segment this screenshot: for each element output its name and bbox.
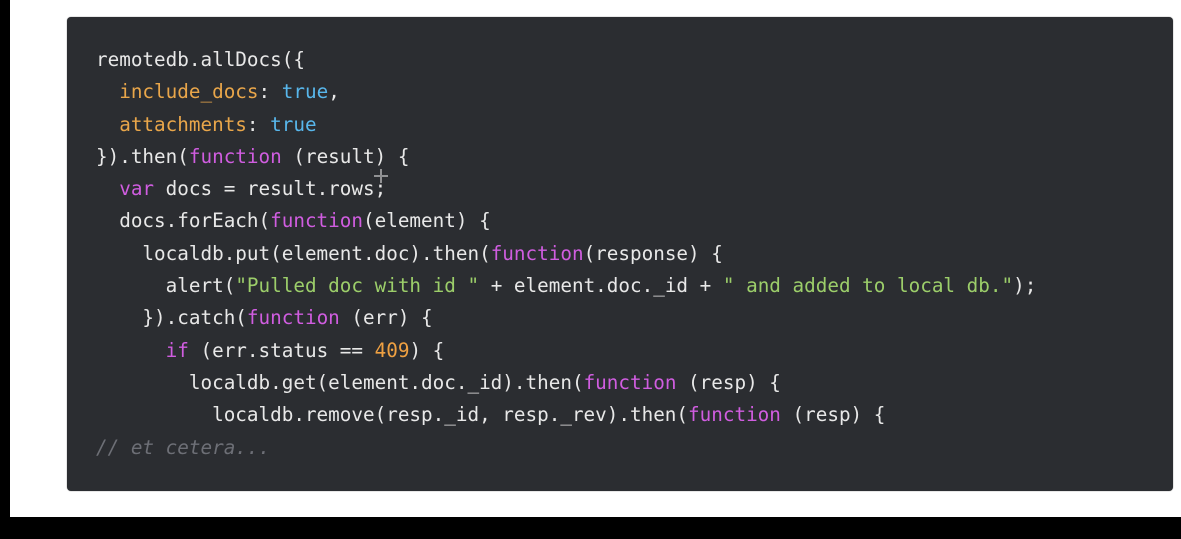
crosshair-cursor-icon <box>374 169 388 183</box>
code-text: localdb.put(element.doc).then( <box>96 241 491 265</box>
string-literal: "Pulled doc with id " <box>235 274 480 298</box>
code-text: }).then( <box>96 144 189 168</box>
code-text: docs = result.rows; <box>154 177 387 201</box>
keyword: function <box>188 144 282 168</box>
code-text <box>96 113 119 136</box>
code-line: docs.forEach(function(element) { <box>96 205 1036 237</box>
code-line: attachments: true <box>96 109 1036 141</box>
keyword: var <box>119 177 155 201</box>
code-line: if (err.status == 409) { <box>96 335 1036 367</box>
string-literal: " and added to local db." <box>722 274 1014 298</box>
property-name: include_docs <box>119 80 259 104</box>
code-snippet-panel: remotedb.allDocs({ include_docs: true, a… <box>67 17 1173 491</box>
code-text: (resp) { <box>780 403 886 427</box>
code-line: alert("Pulled doc with id " + element.do… <box>96 270 1037 302</box>
keyword: function <box>270 209 363 233</box>
code-text <box>96 80 119 103</box>
code-line: }).then(function (result) { <box>96 141 1036 173</box>
code-line: localdb.put(element.doc).then(function(r… <box>96 238 1036 270</box>
code-comment: // et cetera... <box>96 435 271 459</box>
keyword: if <box>165 338 189 362</box>
code-text: localdb.remove(resp._id, resp._rev).then… <box>96 403 689 427</box>
code-text: (element) { <box>363 209 491 233</box>
keyword: function <box>490 241 584 265</box>
boolean-literal: true <box>281 80 329 104</box>
screen-canvas: remotedb.allDocs({ include_docs: true, a… <box>10 0 1181 517</box>
code-text: (resp) { <box>676 370 781 394</box>
keyword: function <box>246 306 340 330</box>
code-line: // et cetera... <box>96 432 1036 464</box>
code-text: (err) { <box>339 306 433 330</box>
code-text: : <box>258 80 282 104</box>
code-text: (err.status == <box>188 338 375 362</box>
code-text <box>96 177 119 200</box>
code-text: ) { <box>409 338 445 362</box>
code-text <box>96 339 166 362</box>
keyword: function <box>688 403 781 427</box>
code-line: localdb.get(element.doc._id).then(functi… <box>96 367 1036 399</box>
code-line: include_docs: true, <box>96 76 1036 108</box>
code-line: remotedb.allDocs({ <box>96 44 1036 76</box>
code-line: var docs = result.rows; <box>96 173 1036 205</box>
number-literal: 409 <box>374 338 410 362</box>
code-text: (result) { <box>281 144 410 168</box>
boolean-literal: true <box>270 112 317 136</box>
code-line: localdb.remove(resp._id, resp._rev).then… <box>96 399 1036 431</box>
property-name: attachments <box>119 112 247 136</box>
code-text: localdb.get(element.doc._id).then( <box>96 370 584 394</box>
code-text: docs.forEach( <box>96 209 271 233</box>
code-block: remotedb.allDocs({ include_docs: true, a… <box>96 44 1036 464</box>
code-text: : <box>246 112 271 136</box>
code-text: (response) { <box>583 241 723 265</box>
code-text: + element.doc._id + <box>479 274 723 298</box>
code-text: }).catch( <box>96 306 247 330</box>
code-text: remotedb.allDocs({ <box>96 48 305 71</box>
code-line: }).catch(function (err) { <box>96 302 1036 334</box>
code-text: alert( <box>96 274 236 298</box>
keyword: function <box>583 370 677 394</box>
code-text: ); <box>1013 274 1037 298</box>
code-text: , <box>328 80 340 104</box>
